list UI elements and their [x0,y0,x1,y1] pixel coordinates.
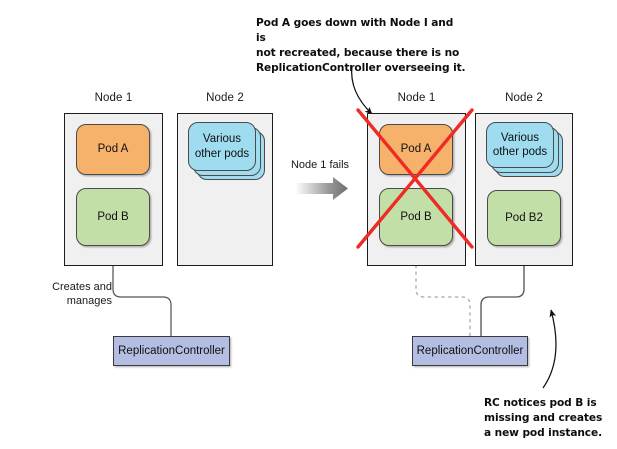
right-pod-b[interactable]: Pod B [379,188,453,246]
right-various-pods-label: Various other pods [486,122,554,168]
right-pod-a[interactable]: Pod A [379,124,453,175]
bottom-annotation-line1: RC notices pod B is [484,397,597,409]
left-pod-b[interactable]: Pod B [76,188,150,246]
bottom-right-annotation: RC notices pod B is missing and creates … [484,396,614,441]
node-fails-label: Node 1 fails [290,159,350,171]
creates-manages-line1: Creates and [52,281,112,293]
left-replication-controller[interactable]: ReplicationController [113,336,230,366]
bottom-annotation-leader [542,309,557,389]
node-fails-arrow [295,177,348,200]
right-pod-b2[interactable]: Pod B2 [487,190,561,246]
left-node2-label: Node 2 [206,92,244,104]
left-various-pods-label: Various other pods [188,122,256,171]
various-pods-text: Various other pods [492,131,548,158]
right-node2-label: Node 2 [505,92,543,104]
right-replication-controller[interactable]: ReplicationController [412,336,528,366]
left-various-pods-stack[interactable]: Various other pods [188,122,266,184]
top-annotation: Pod A goes down with Node I and is not r… [256,16,466,76]
top-annotation-line3: ReplicationController overseeing it. [256,62,466,75]
left-node1-label: Node 1 [94,92,133,104]
various-pods-text: Various other pods [194,133,250,160]
right-various-pods-stack[interactable]: Various other pods [486,122,564,184]
left-creates-manages-label: Creates and manages [30,280,112,309]
top-annotation-line1: Pod A goes down with Node I and is [256,17,454,45]
bottom-annotation-line2: missing and creates [484,412,603,425]
bottom-annotation-line3: a new pod instance. [484,427,602,440]
right-node1-label: Node 1 [397,92,436,104]
left-pod-a[interactable]: Pod A [76,124,150,175]
top-annotation-line2: not recreated, because there is no [256,47,460,60]
creates-manages-line2: manages [66,295,112,308]
